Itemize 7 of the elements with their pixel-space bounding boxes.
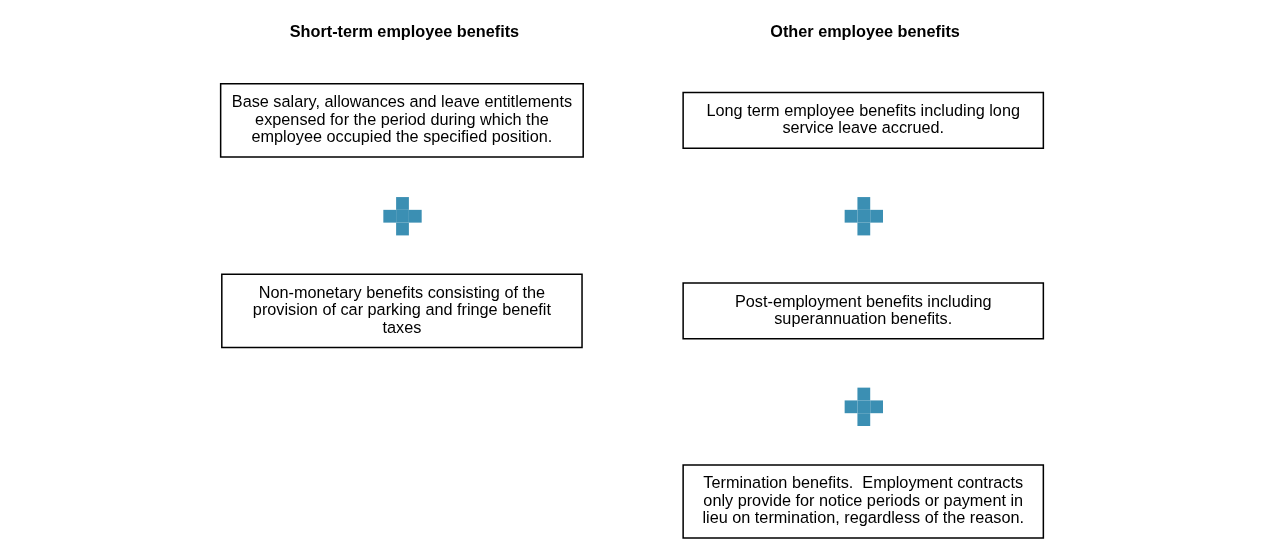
node-box: Base salary, allowances and leave entitlements expensed for the period during which the employee occupied the specified position. [219,83,584,158]
label: Short-term employee benefits [289,21,519,40]
node-box: Long term employee benefits including long service leave accrued. [681,91,1044,149]
node-box: Non-monetary benefits consisting of the provision of car parking and fringe benefit taxes [220,273,583,349]
label: Other employee benefits [769,21,960,40]
node-box: Termination benefits. Employment contracts only provide for notice periods or payment in lieu on termination, regardless of the reason. [681,464,1044,539]
node-box: Post-employment benefits including superannuation benefits. [681,282,1044,340]
